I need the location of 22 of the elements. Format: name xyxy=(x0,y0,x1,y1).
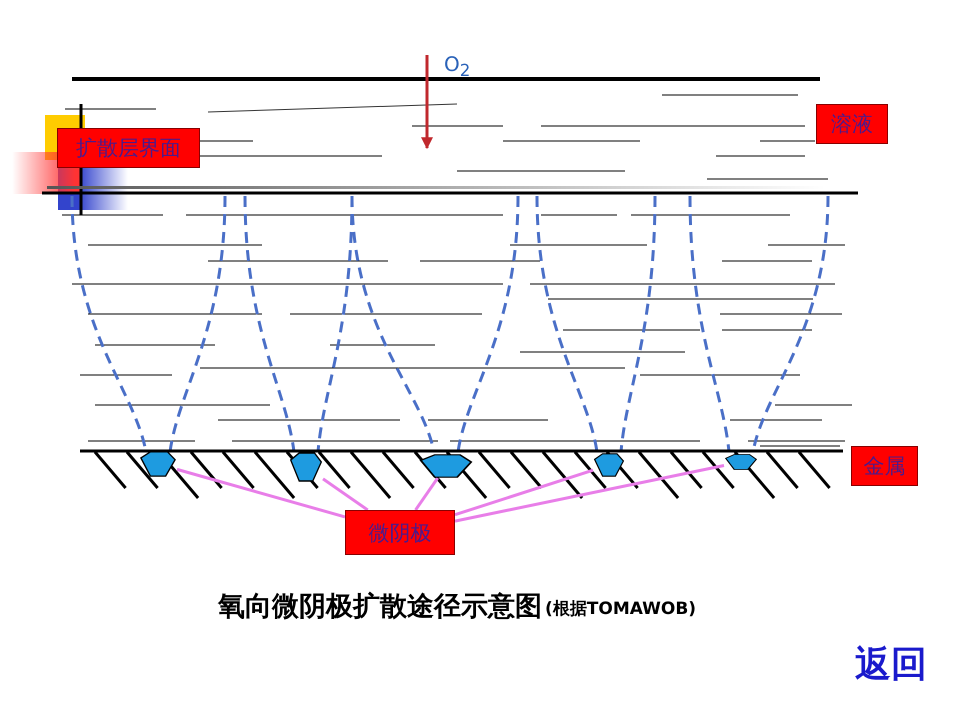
leader-line xyxy=(322,478,369,512)
source-note: (根据TOMAWOB) xyxy=(545,598,696,620)
label-box xyxy=(345,510,455,555)
cathode-pentagon xyxy=(593,453,625,477)
cathode-pentagon xyxy=(139,451,177,477)
box-label: 微阴极 xyxy=(368,520,432,546)
box-label: 金属 xyxy=(864,453,906,480)
back-link: 返回 xyxy=(855,643,927,687)
label-box xyxy=(57,128,200,168)
box-label: 扩散层界面 xyxy=(76,135,181,162)
formula-label: O$_{2}$ xyxy=(444,52,470,80)
leader-line xyxy=(176,468,346,518)
box-label: 溶液 xyxy=(831,111,873,138)
leader-line xyxy=(414,477,439,511)
cathode-pentagon xyxy=(418,454,474,478)
leader-line xyxy=(454,464,724,523)
caption: 氧向微阴极扩散途径示意图 xyxy=(218,590,542,624)
label-box xyxy=(851,446,918,486)
leader-line xyxy=(454,468,594,516)
cathode-pentagon xyxy=(289,452,323,482)
cathode-pentagon xyxy=(724,454,758,470)
label-box xyxy=(816,104,888,144)
